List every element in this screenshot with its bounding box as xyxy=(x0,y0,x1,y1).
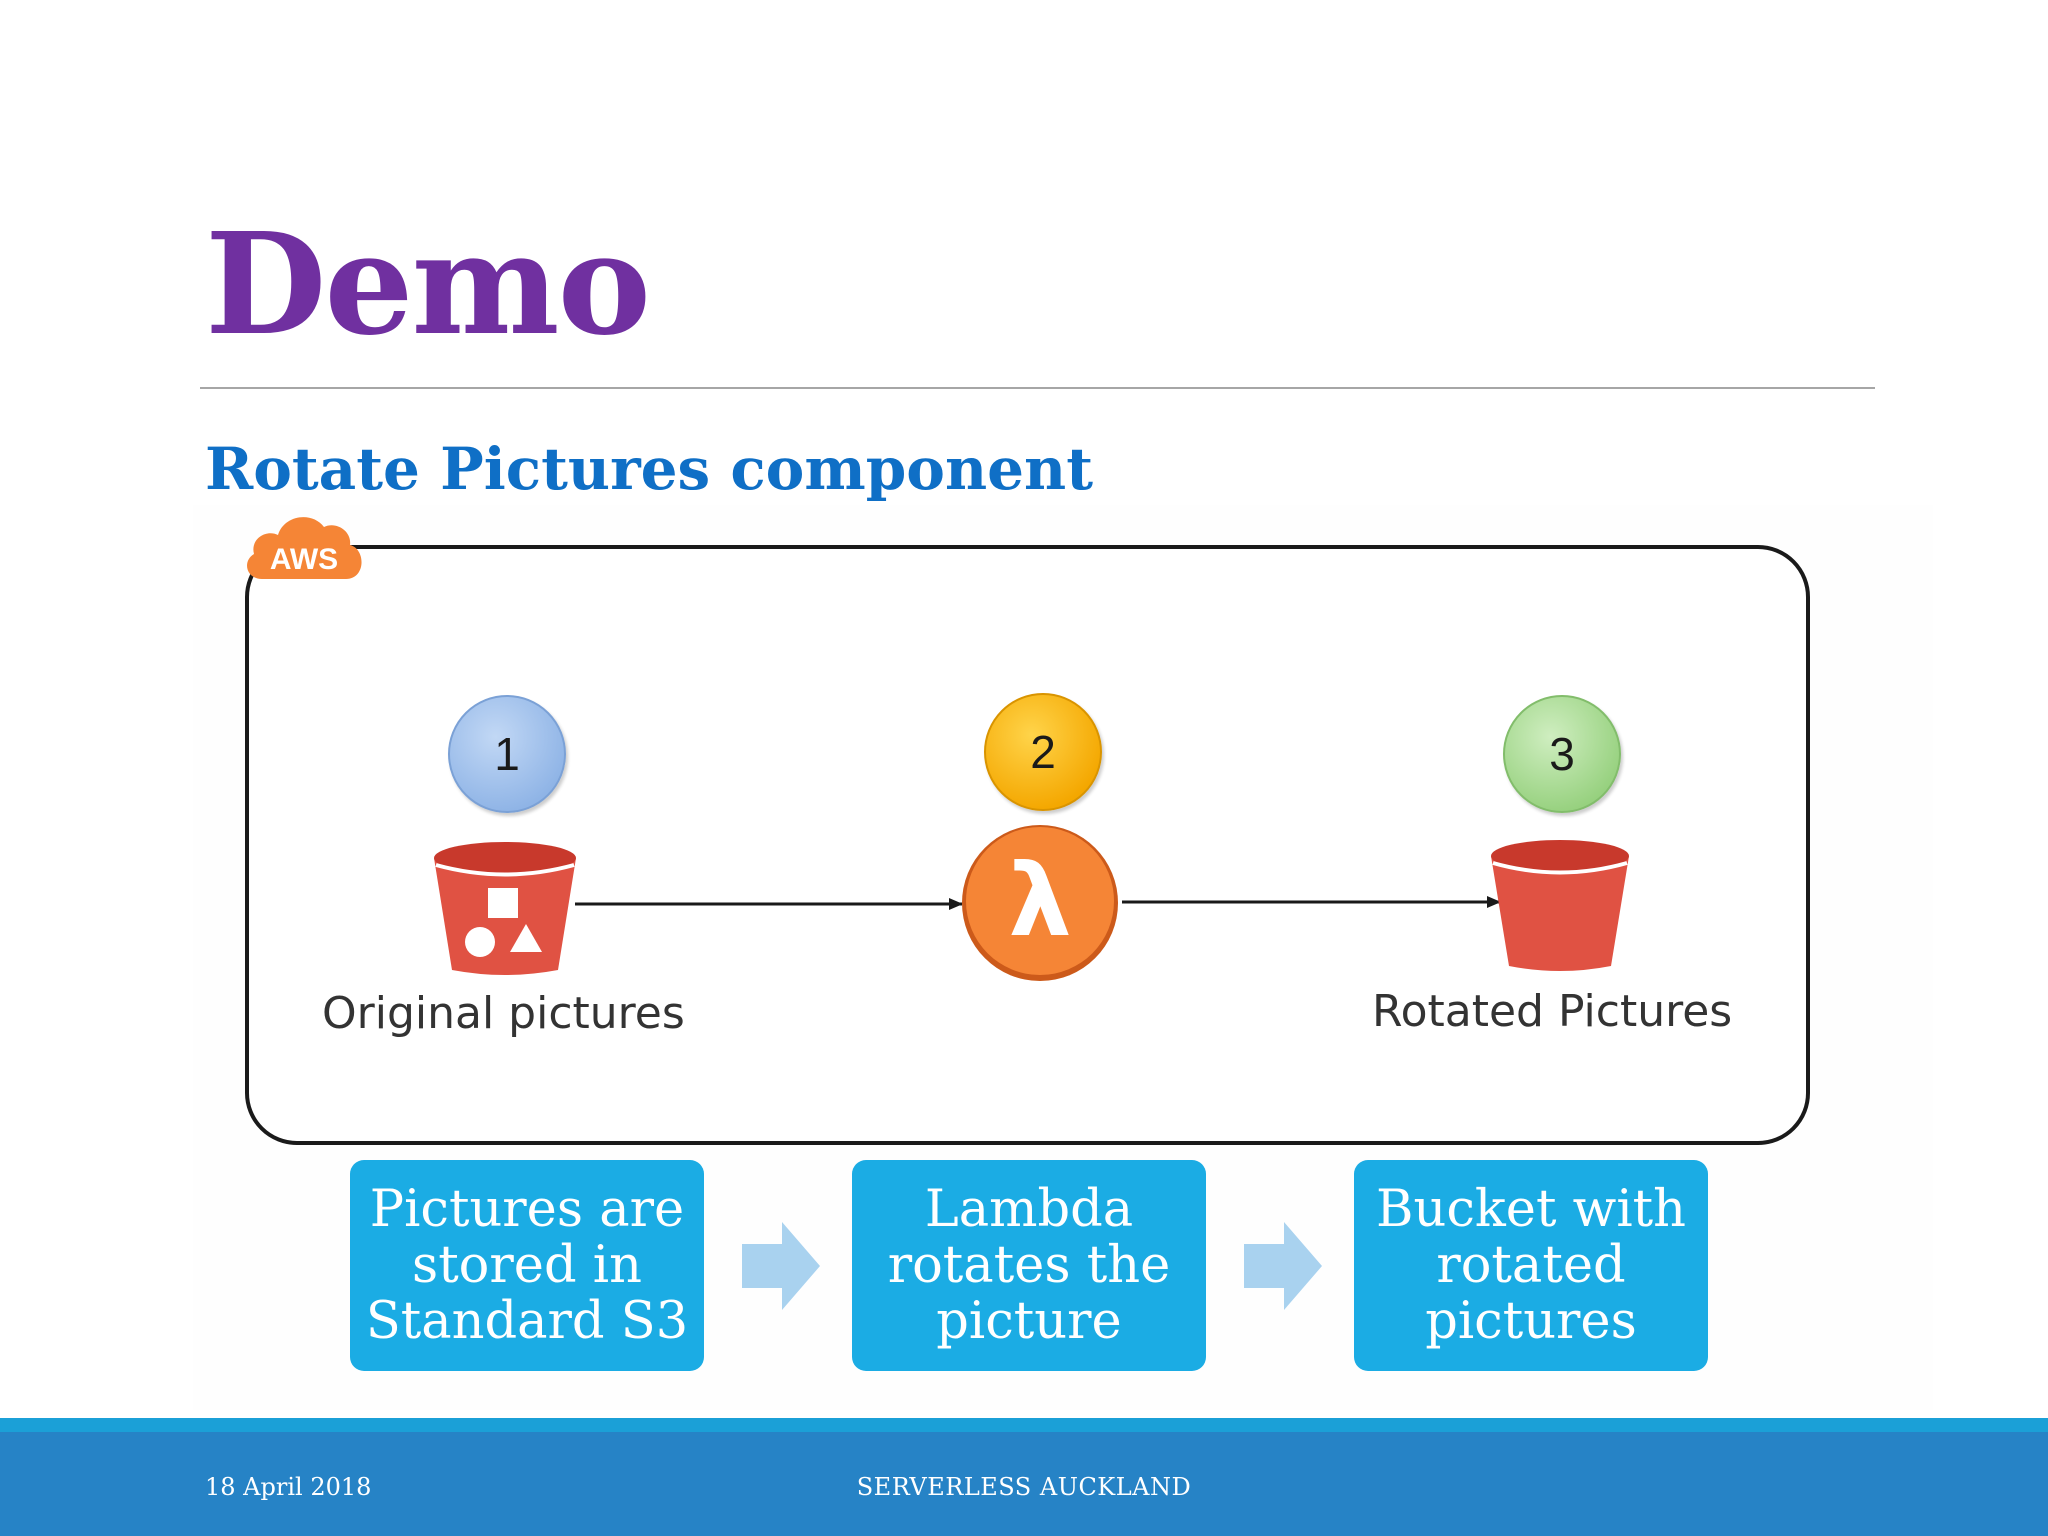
slide-title: Demo xyxy=(205,203,651,367)
rotated-pictures-label: Rotated Pictures xyxy=(1372,986,1733,1037)
aws-cloud-icon: AWS xyxy=(247,517,362,579)
process-arrow-icon xyxy=(742,1222,820,1310)
step-2-circle: 2 xyxy=(984,693,1102,811)
step-3-circle: 3 xyxy=(1503,695,1621,813)
s3-bucket-icon xyxy=(1491,840,1629,971)
lambda-glyph: λ xyxy=(1008,842,1071,959)
aws-badge-label: AWS xyxy=(270,543,338,576)
original-pictures-label: Original pictures xyxy=(322,988,685,1039)
lambda-icon: λ xyxy=(962,825,1118,981)
process-step-2: Lambda rotates the picture xyxy=(852,1160,1206,1371)
title-divider xyxy=(200,387,1875,389)
footer-accent-strip xyxy=(0,1418,2048,1432)
step-1-circle: 1 xyxy=(448,695,566,813)
process-step-3: Bucket with rotated pictures xyxy=(1354,1160,1708,1371)
process-arrow-icon xyxy=(1244,1222,1322,1310)
footer-date: 18 April 2018 xyxy=(205,1473,372,1501)
slide-subtitle: Rotate Pictures component xyxy=(205,435,1094,503)
footer-bar xyxy=(0,1432,2048,1536)
process-step-1: Pictures are stored in Standard S3 xyxy=(350,1160,704,1371)
footer-organizer: SERVERLESS AUCKLAND xyxy=(856,1473,1192,1501)
s3-bucket-objects-icon xyxy=(434,842,576,975)
